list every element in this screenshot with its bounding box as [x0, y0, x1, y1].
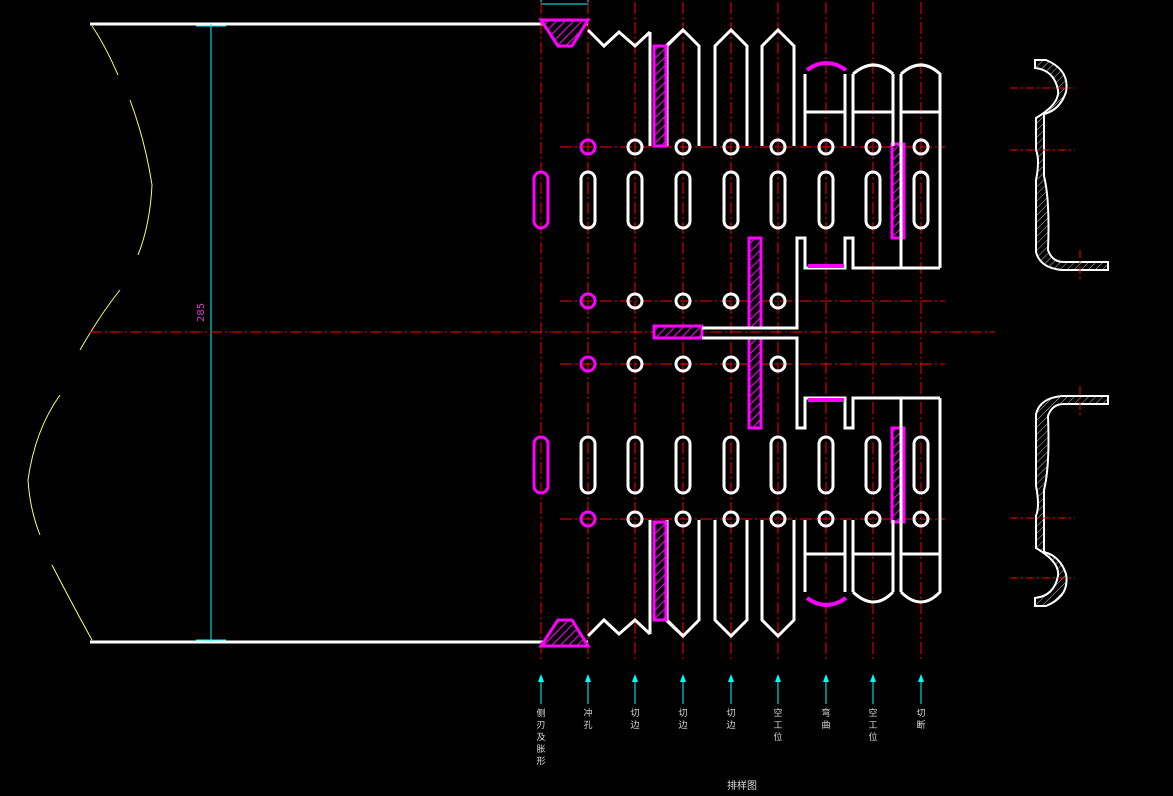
- hole-3-3: [626, 292, 644, 310]
- hole-5-1: [722, 138, 740, 156]
- station-arrow-1: [538, 674, 544, 704]
- station-label-8: 空工位: [868, 709, 878, 743]
- station-label-5: 切边: [726, 709, 736, 731]
- hole-9-1: [912, 138, 930, 156]
- top-tab-2: [713, 27, 749, 146]
- hole-7-2: [817, 510, 835, 528]
- hole-4-3: [674, 292, 692, 310]
- station-label-4: 切边: [678, 709, 688, 731]
- hole-2-2: [579, 510, 597, 528]
- section-profile-bottom: [1034, 395, 1109, 607]
- hole-4-4: [674, 355, 692, 373]
- station-label-7: 弯曲: [821, 709, 831, 731]
- top-tab-edge: [648, 28, 685, 146]
- station-arrow-5: [728, 674, 734, 704]
- bottom-tab-edge: [648, 520, 685, 638]
- station-arrow-3: [632, 674, 638, 704]
- hole-3-4: [626, 355, 644, 373]
- section-center-marks: [1010, 87, 1081, 579]
- dimension-line: [196, 0, 589, 642]
- hole-3-1: [626, 138, 644, 156]
- slot-5-2: [722, 435, 740, 495]
- hole-3-2: [626, 510, 644, 528]
- hole-4-1: [674, 138, 692, 156]
- hole-8-1: [864, 138, 882, 156]
- station-arrow-4: [680, 674, 686, 704]
- slot-9-1: [912, 170, 930, 230]
- drawing-title: 排样图: [727, 781, 757, 792]
- slot-9-2: [912, 435, 930, 495]
- hole-2-1: [579, 138, 597, 156]
- trim-punches: [652, 44, 906, 622]
- slot-7-1: [817, 170, 835, 230]
- hole-5-4: [722, 355, 740, 373]
- slot-holes: [532, 170, 930, 495]
- slot-2-2: [579, 435, 597, 495]
- station-label-9: 切断: [916, 709, 926, 731]
- slot-5-1: [722, 170, 740, 230]
- station-label-1: 侧刃及胀形: [536, 709, 546, 767]
- slot-4-2: [674, 435, 692, 495]
- station-arrow-8: [870, 674, 876, 704]
- station-arrow-6: [775, 674, 781, 704]
- station-arrow-9: [918, 674, 924, 704]
- slot-8-1: [864, 170, 882, 230]
- dimension-value: 285: [196, 302, 207, 322]
- side-cutter: [538, 18, 591, 648]
- station-label-3: 切边: [630, 709, 640, 731]
- slot-1-1: [532, 170, 550, 230]
- hole-4-2: [674, 510, 692, 528]
- hole-5-2: [722, 510, 740, 528]
- center-lines: [90, 2, 995, 660]
- hole-6-4: [769, 355, 787, 373]
- slot-8-2: [864, 435, 882, 495]
- station-arrow-2: [585, 674, 591, 704]
- section-profile-top: [1034, 59, 1109, 271]
- station-arrows: [538, 674, 924, 704]
- hole-7-1: [817, 138, 835, 156]
- break-line-sketch: [27, 25, 153, 641]
- slot-6-2: [769, 435, 787, 495]
- strip-outline: [90, 22, 588, 644]
- hole-9-2: [912, 510, 930, 528]
- slot-2-1: [579, 170, 597, 230]
- hole-2-3: [579, 292, 597, 310]
- hole-6-2: [769, 510, 787, 528]
- hole-8-2: [864, 510, 882, 528]
- bend-parts: [803, 63, 942, 604]
- pierced-holes: [579, 138, 930, 528]
- hole-6-1: [769, 138, 787, 156]
- hole-2-4: [579, 355, 597, 373]
- station-arrow-7: [823, 674, 829, 704]
- slot-4-1: [674, 170, 692, 230]
- slot-3-2: [626, 435, 644, 495]
- station-label-2: 冲孔: [583, 709, 593, 731]
- hole-5-3: [722, 292, 740, 310]
- slot-6-1: [769, 170, 787, 230]
- bottom-tab-2: [713, 520, 749, 639]
- slot-7-2: [817, 435, 835, 495]
- hole-6-3: [769, 292, 787, 310]
- bend-punch-marks: [805, 61, 848, 607]
- strip-edges: [586, 28, 652, 638]
- station-label-6: 空工位: [773, 709, 783, 743]
- slot-1-2: [532, 435, 550, 495]
- slot-3-1: [626, 170, 644, 230]
